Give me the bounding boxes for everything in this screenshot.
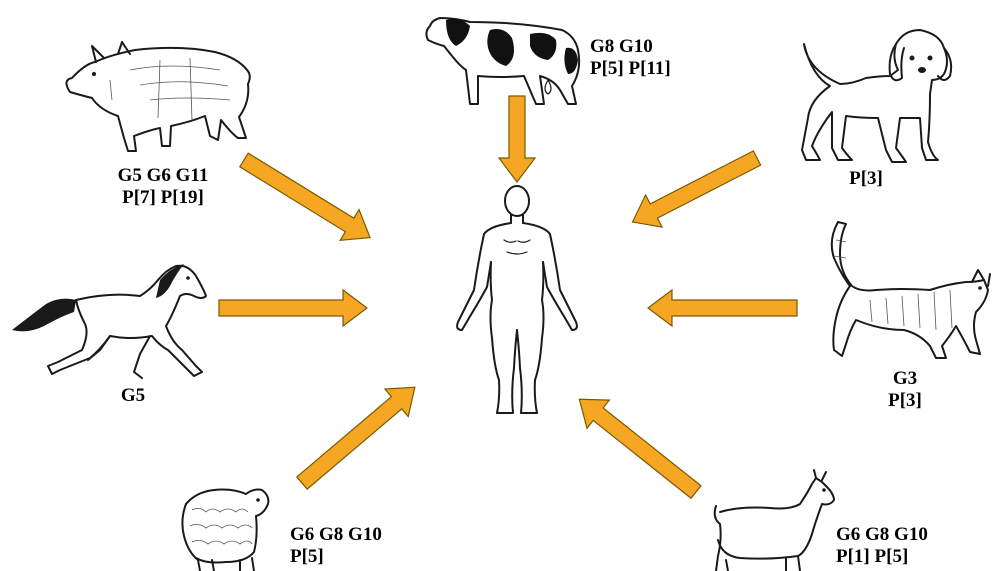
horse-icon [12,264,206,378]
arrow-cow-to-human [499,96,535,182]
cow-label: G8 G10 P[5] P[11] [590,36,671,80]
goat-label: G6 G8 G10 P[1] P[5] [836,524,928,568]
dog-label-line1: P[3] [836,168,896,190]
arrow-cat-to-human [648,290,797,326]
cat-label-line2: P[3] [870,390,940,412]
pig-label-line1: G5 G6 G11 [98,165,228,187]
goat-label-line2: P[1] P[5] [836,546,928,568]
sheep-label: G6 G8 G10 P[5] [290,524,382,568]
arrow-dog-to-human [624,142,765,238]
goat-icon [715,470,834,571]
dog-icon [802,30,951,162]
cow-label-line1: G8 G10 [590,36,671,58]
arrow-goat-to-human [568,385,707,506]
pig-label: G5 G6 G11 P[7] P[19] [98,165,228,209]
arrow-sheep-to-human [290,374,426,497]
horse-label-line1: G5 [110,385,156,407]
horse-label: G5 [110,385,156,407]
cat-label-line1: G3 [870,368,940,390]
dog-label: P[3] [836,168,896,190]
arrows [219,96,797,506]
sheep-icon [182,490,268,571]
cow-icon [426,18,579,104]
cat-icon [832,222,990,358]
sheep-label-line1: G6 G8 G10 [290,524,382,546]
sheep-label-line2: P[5] [290,546,382,568]
goat-label-line1: G6 G8 G10 [836,524,928,546]
human-figure-icon [457,186,577,413]
arrow-pig-to-human [235,145,380,253]
cow-label-line2: P[5] P[11] [590,58,671,80]
arrow-horse-to-human [219,290,367,326]
pig-label-line2: P[7] P[19] [98,187,228,209]
cat-label: G3 P[3] [870,368,940,412]
pig-icon [66,42,249,151]
